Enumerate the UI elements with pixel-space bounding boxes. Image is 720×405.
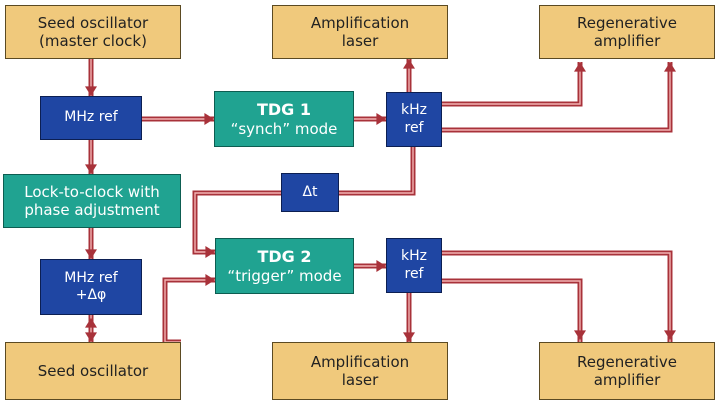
arrow-tdg1-to-khz	[376, 113, 386, 125]
tdg1-title: TDG 1	[256, 100, 312, 120]
wire-khz-to-regen-bottom-1	[442, 250, 673, 342]
wire-khz-to-regen-top-2-highlight	[442, 62, 671, 131]
mhz-ref-box: MHz ref	[40, 96, 142, 140]
seed-oscillator-master-clock-box: Seed oscillator (master clock)	[5, 5, 181, 59]
arrow-mhz-phase-to-seed-down	[85, 332, 97, 342]
arrow-khz-to-regen-bottom-2	[574, 330, 586, 340]
arrow-khz-to-amp-top	[403, 59, 415, 69]
khz-ref-top-line-2: ref	[404, 119, 424, 136]
wire-delta-t-to-tdg2-highlight	[194, 192, 281, 253]
wire-khz-to-regen-bottom-2-highlight	[442, 280, 581, 342]
amplification-laser-bottom-box: Amplification laser	[272, 342, 448, 400]
arrow-delta-t-to-tdg2	[205, 246, 215, 258]
wire-seed-to-tdg2	[162, 277, 215, 345]
arrow-tdg2-to-khz	[376, 260, 386, 272]
arrow-lock-to-mhz-phase	[85, 249, 97, 259]
arrow-mhz-to-lock	[85, 164, 97, 174]
tdg1-box: TDG 1 “synch” mode	[214, 91, 354, 147]
arrow-khz-to-regen-top-2	[664, 62, 676, 72]
lock-to-clock-line-2: phase adjustment	[24, 201, 160, 219]
seed-master-line-2: (master clock)	[39, 32, 147, 50]
arrow-mhz-phase-to-seed	[85, 318, 97, 328]
tdg2-title: TDG 2	[257, 247, 312, 267]
khz-ref-bottom-line-2: ref	[404, 265, 424, 282]
wire-khz-to-regen-top-1	[442, 62, 583, 107]
wire-khz-to-regen-top-2	[442, 62, 673, 133]
khz-ref-bottom-box: kHz ref	[386, 238, 442, 293]
regen-top-line-2: amplifier	[593, 32, 661, 50]
regen-bottom-line-2: amplifier	[593, 371, 661, 389]
mhz-ref-phase-line-2: +Δφ	[75, 287, 107, 303]
wire-khz-to-regen-top-1-highlight	[442, 62, 581, 105]
wire-khz-to-delta-t	[339, 147, 416, 196]
arrow-seed-to-tdg2	[205, 274, 215, 286]
amplification-laser-top-box: Amplification laser	[272, 5, 448, 59]
wire-khz-to-regen-bottom-1-highlight	[442, 252, 671, 342]
regen-bottom-line-1: Regenerative	[577, 352, 677, 371]
regenerative-amplifier-bottom-box: Regenerative amplifier	[539, 342, 715, 400]
tdg2-box: TDG 2 “trigger” mode	[215, 238, 354, 294]
seed-master-line-1: Seed oscillator	[37, 13, 149, 32]
mhz-ref-phase-box: MHz ref +Δφ	[40, 259, 142, 315]
tdg2-mode: “trigger” mode	[227, 266, 342, 285]
arrow-seed-to-mhz	[85, 86, 97, 96]
regenerative-amplifier-top-box: Regenerative amplifier	[539, 5, 715, 59]
lock-to-clock-line-1: Lock-to-clock with	[24, 182, 160, 201]
mhz-ref-label: MHz ref	[64, 109, 118, 126]
amp-laser-bottom-line-2: laser	[341, 371, 379, 389]
amp-laser-top-line-2: laser	[341, 32, 379, 50]
khz-ref-bottom-line-1: kHz	[401, 248, 427, 265]
arrow-mhz-to-tdg1	[204, 113, 214, 125]
arrow-khz-to-regen-top-1	[574, 62, 586, 72]
seed-oscillator-box: Seed oscillator	[5, 342, 181, 400]
wire-khz-to-delta-t-highlight	[339, 147, 414, 194]
regen-top-line-1: Regenerative	[577, 13, 677, 32]
delta-t-box: Δt	[281, 173, 339, 212]
amp-laser-top-line-1: Amplification	[310, 13, 410, 32]
arrow-khz-to-amp-bottom	[403, 332, 415, 342]
khz-ref-top-box: kHz ref	[386, 92, 442, 147]
amp-laser-bottom-line-1: Amplification	[310, 352, 410, 371]
arrow-khz-to-regen-bottom-1	[664, 330, 676, 340]
tdg1-mode: “synch” mode	[230, 119, 338, 138]
delta-t-label: Δt	[302, 183, 318, 200]
wire-seed-to-tdg2-highlight	[164, 279, 215, 343]
khz-ref-top-line-1: kHz	[401, 102, 427, 119]
wire-khz-to-regen-bottom-2	[442, 278, 583, 342]
seed-oscillator-label: Seed oscillator	[37, 361, 149, 380]
mhz-ref-phase-line-1: MHz ref	[64, 269, 118, 286]
lock-to-clock-box: Lock-to-clock with phase adjustment	[3, 174, 181, 228]
